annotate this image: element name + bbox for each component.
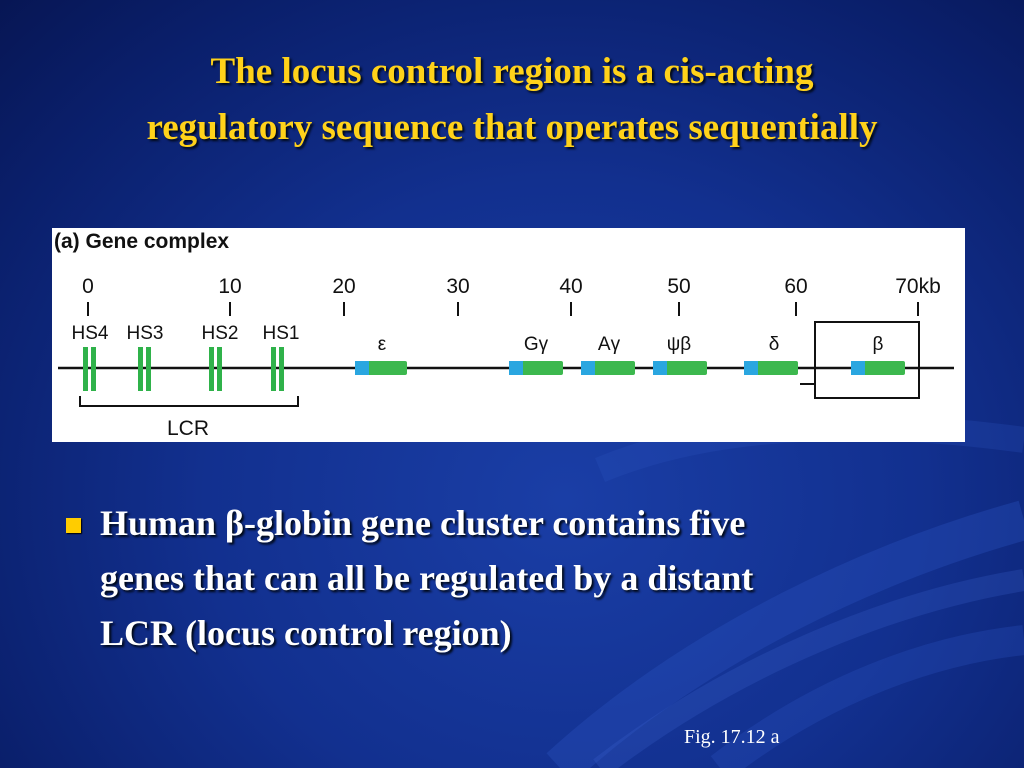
gene-label-delta: δ xyxy=(769,334,780,355)
hs-site-label: HS1 xyxy=(263,323,300,344)
gene-box-epsilon xyxy=(355,361,407,375)
figure-caption: Fig. 17.12 a xyxy=(684,726,780,748)
scale-tick-label: 50 xyxy=(667,275,690,298)
scale-tick-label: 0 xyxy=(82,275,94,298)
gene-box-delta xyxy=(744,361,798,375)
scale-tick-marks xyxy=(87,302,919,316)
gene-box-g-gamma xyxy=(509,361,563,375)
bullet-line-3: LCR (locus control region) xyxy=(100,613,512,653)
bullet-square-icon xyxy=(66,518,81,533)
lcr-label: LCR xyxy=(167,417,209,440)
slide-title: The locus control region is a cis-acting… xyxy=(0,44,1024,156)
scale-tick-label: 70kb xyxy=(895,275,941,298)
gene-complex-diagram: (a) Gene complex 0 10 20 30 40 50 60 70k… xyxy=(54,230,954,442)
scale-tick-label: 20 xyxy=(332,275,355,298)
scale-tick-label: 10 xyxy=(218,275,241,298)
kb-scale: 0 10 20 30 40 50 60 70kb xyxy=(82,275,941,316)
bullet-point: Human β-globin gene cluster contains fiv… xyxy=(62,496,962,661)
panel-label: (a) Gene complex xyxy=(54,230,229,253)
hs-site-label: HS4 xyxy=(72,323,109,344)
scale-tick-label: 30 xyxy=(446,275,469,298)
bullet-text: Human β-globin gene cluster contains fiv… xyxy=(100,496,962,661)
scale-tick-label: 60 xyxy=(784,275,807,298)
panel-bottom-strip xyxy=(588,438,802,442)
gene-label-beta: β xyxy=(873,334,884,355)
title-line-2: regulatory sequence that operates sequen… xyxy=(146,107,878,148)
gene-box-beta xyxy=(851,361,905,375)
hs-site-label: HS3 xyxy=(127,323,164,344)
gene-box-psi-beta xyxy=(653,361,707,375)
bullet-line-2: genes that can all be regulated by a dis… xyxy=(100,558,754,598)
gene-box-a-gamma xyxy=(581,361,635,375)
title-line-1: The locus control region is a cis-acting xyxy=(210,51,814,92)
gene-label-a-gamma: Aγ xyxy=(598,334,621,355)
gene-label-g-gamma: Gγ xyxy=(524,334,549,355)
lcr-bracket xyxy=(79,396,299,407)
bullet-line-1: Human β-globin gene cluster contains fiv… xyxy=(100,503,746,543)
gene-complex-figure: (a) Gene complex 0 10 20 30 40 50 60 70k… xyxy=(52,228,965,442)
hs-site-bars xyxy=(83,347,284,391)
beta-gene-highlight-box xyxy=(814,321,920,399)
scale-tick-label: 40 xyxy=(559,275,582,298)
gene-label-psi-beta: ψβ xyxy=(667,334,692,355)
hs-site-label: HS2 xyxy=(202,323,239,344)
gene-label-epsilon: ε xyxy=(378,334,387,355)
